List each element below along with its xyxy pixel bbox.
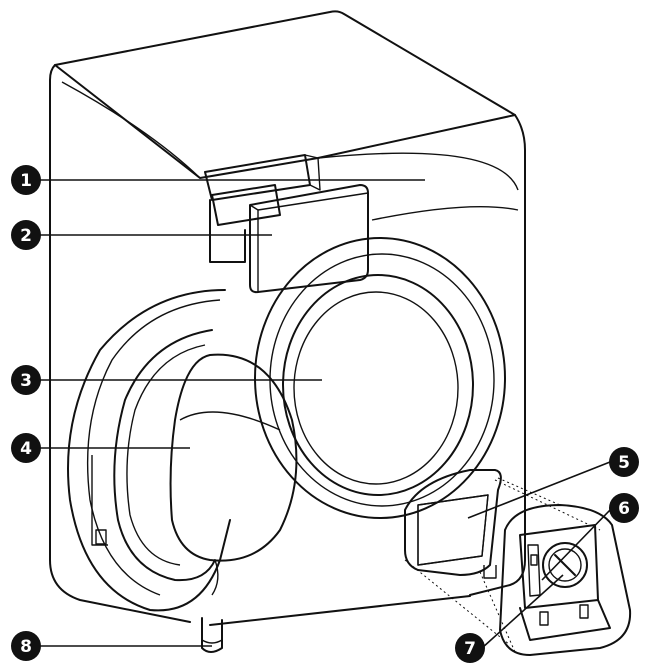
- drum: [254, 237, 506, 519]
- callout-number-8: 8: [20, 637, 32, 657]
- callout-2: 2: [11, 220, 41, 250]
- control-panel: [249, 184, 369, 294]
- callout-7: 7: [455, 633, 485, 663]
- filter-cover: [404, 469, 502, 576]
- callout-number-7: 7: [464, 639, 476, 659]
- callout-6: 6: [609, 493, 639, 523]
- leader-line-5: [467, 461, 611, 519]
- callout-number-4: 4: [20, 439, 32, 459]
- callout-5: 5: [609, 447, 639, 477]
- callout-number-3: 3: [20, 371, 32, 391]
- cabinet: [49, 10, 526, 626]
- filter-compartment-detail: [499, 504, 632, 656]
- callout-8: 8: [11, 631, 41, 661]
- leveling-foot: [201, 565, 497, 653]
- detergent-drawer: [204, 154, 321, 263]
- callout-4: 4: [11, 433, 41, 463]
- callout-1: 1: [11, 165, 41, 195]
- callout-number-6: 6: [618, 499, 630, 519]
- leader-lines: [40, 179, 613, 649]
- callout-3: 3: [11, 365, 41, 395]
- callout-number-2: 2: [20, 226, 32, 246]
- door: [67, 289, 298, 612]
- leader-line-7: [481, 574, 564, 649]
- callout-number-1: 1: [20, 171, 32, 191]
- leader-line-6: [541, 507, 613, 581]
- callout-number-5: 5: [618, 453, 630, 473]
- zoom-guide-lines: [404, 477, 601, 653]
